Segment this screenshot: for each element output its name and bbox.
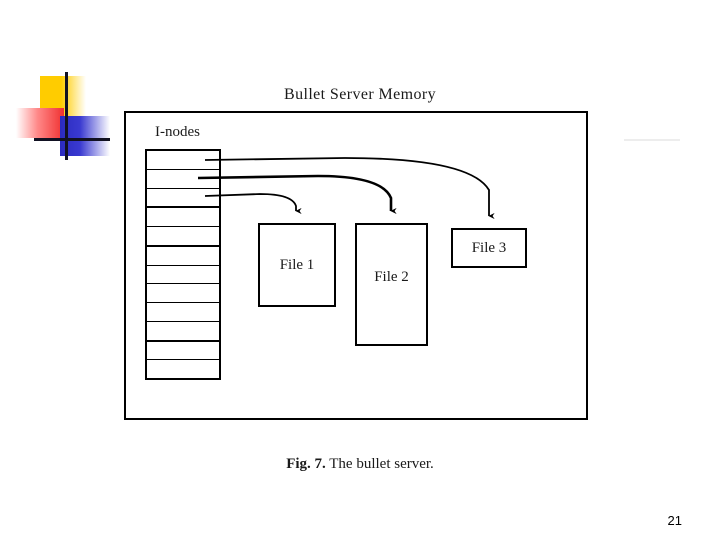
file-block-3: File 3 (451, 228, 527, 268)
inode-row (147, 208, 219, 227)
inode-row (147, 247, 219, 266)
logo-horizontal-rule (34, 138, 110, 141)
figure-title: Bullet Server Memory (284, 86, 436, 103)
file-block-label: File 3 (471, 239, 507, 256)
inode-row (147, 151, 219, 170)
figure-caption-label: Fig. 7. (286, 456, 326, 472)
slide-design-logo (14, 72, 110, 164)
inodes-label: I-nodes (155, 124, 200, 140)
logo-vertical-rule (65, 72, 68, 160)
inode-table (145, 149, 221, 380)
figure-caption: Fig. 7. The bullet server. (0, 456, 720, 473)
inode-row (147, 303, 219, 322)
logo-red-square (16, 108, 64, 138)
inode-row (147, 322, 219, 342)
inode-row (147, 189, 219, 209)
logo-blue-square (60, 116, 110, 156)
file-block-label: File 2 (374, 269, 409, 285)
figure-caption-text: The bullet server. (329, 456, 434, 472)
inode-row (147, 266, 219, 285)
inode-row (147, 360, 219, 378)
file-block-2: File 2 (355, 223, 428, 346)
page-number: 21 (667, 513, 682, 528)
inode-row (147, 342, 219, 361)
file-block-label: File 1 (279, 256, 315, 273)
inode-row (147, 227, 219, 247)
file-block-1: File 1 (258, 223, 336, 307)
inode-row (147, 284, 219, 303)
scan-artifact-line (624, 139, 680, 141)
inode-row (147, 170, 219, 189)
